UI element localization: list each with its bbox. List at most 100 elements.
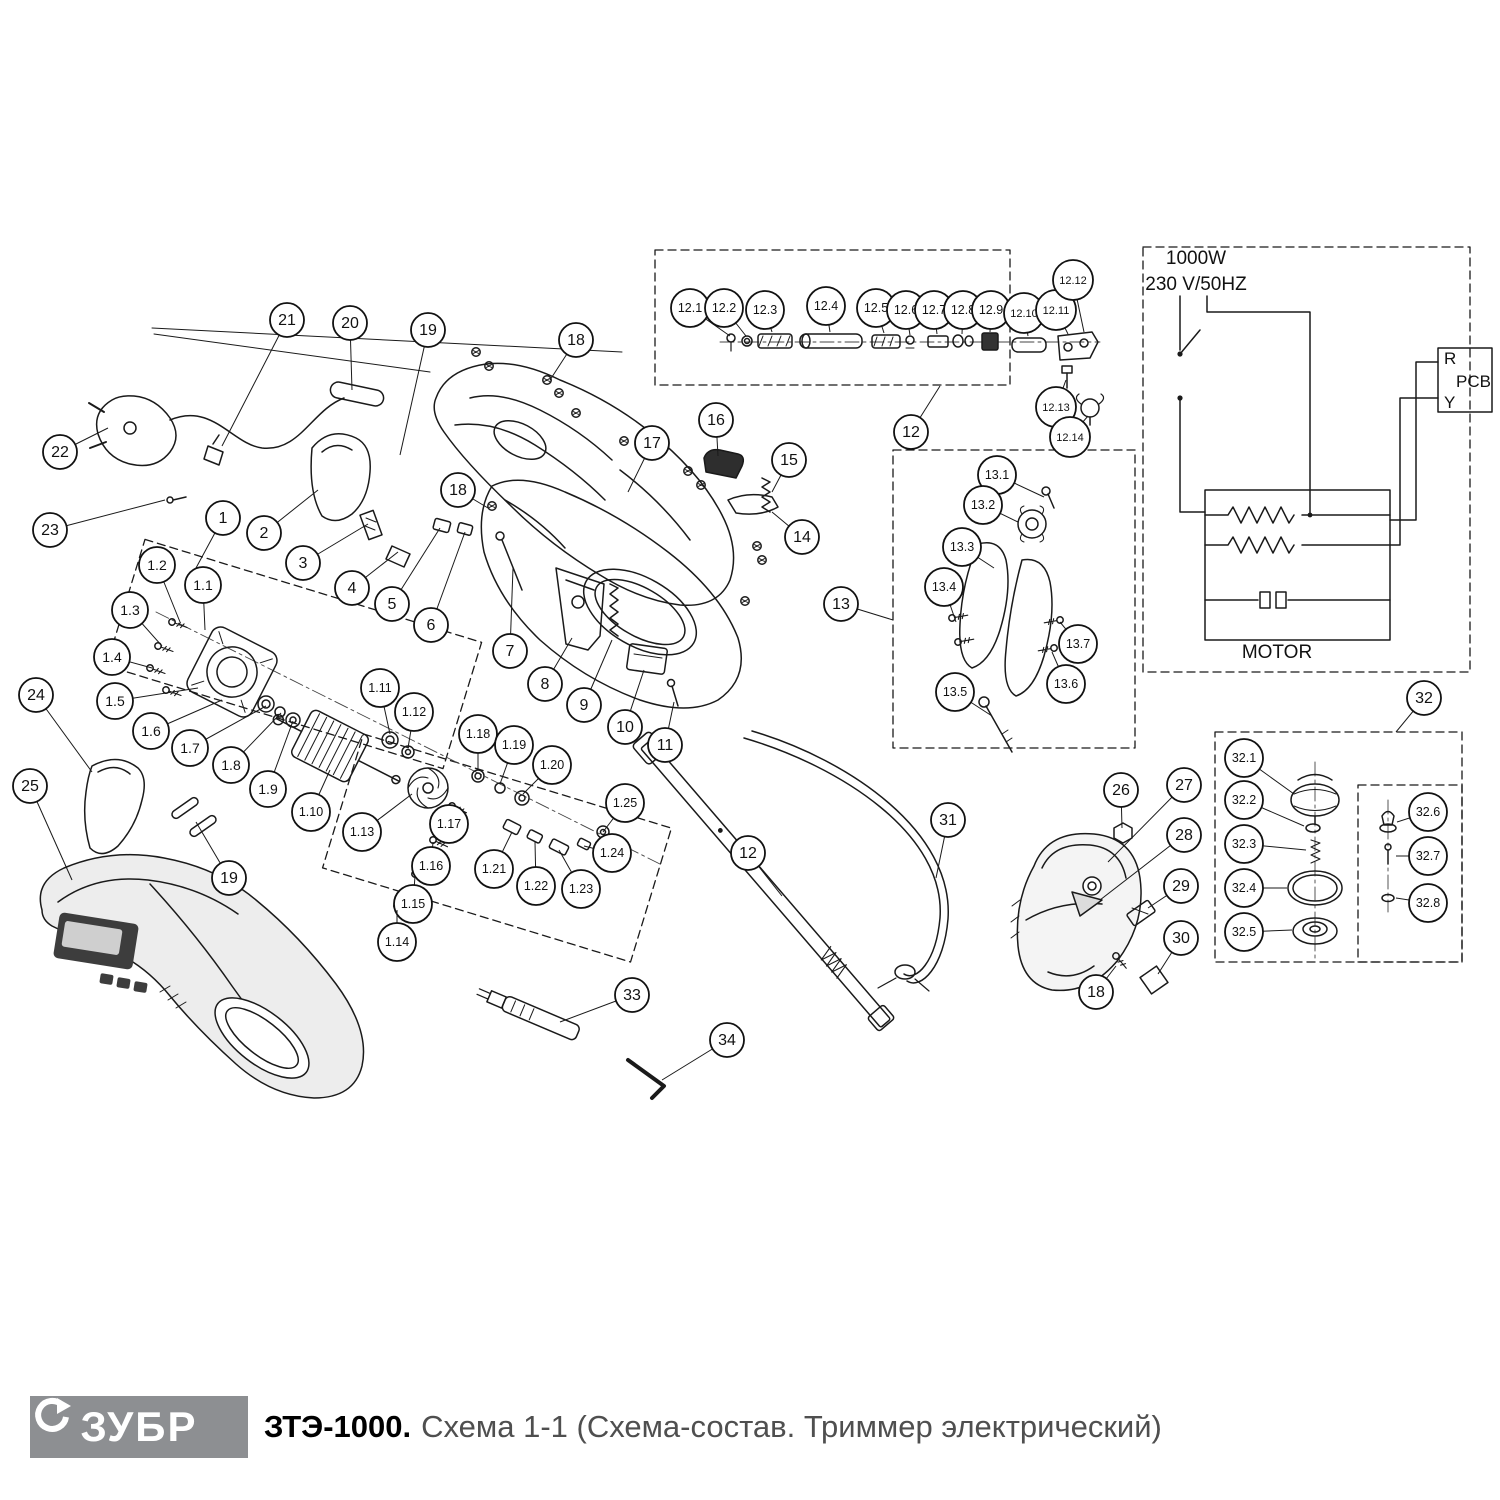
svg-text:17: 17 bbox=[643, 435, 661, 452]
switch-drawing bbox=[703, 448, 745, 479]
callout-11: 11 bbox=[647, 701, 683, 763]
svg-text:1.23: 1.23 bbox=[569, 882, 593, 896]
svg-text:25: 25 bbox=[21, 778, 39, 795]
svg-text:1.7: 1.7 bbox=[180, 740, 200, 756]
switch-spring-drawing bbox=[761, 477, 771, 513]
svg-text:13.1: 13.1 bbox=[985, 468, 1009, 482]
callout-1.14: 1.14 bbox=[377, 910, 417, 962]
callout-32.5: 32.5 bbox=[1224, 912, 1293, 952]
callout-12.11: 12.11 bbox=[1035, 289, 1077, 335]
callout-1.12: 1.12 bbox=[394, 692, 434, 749]
callout-18: 18 bbox=[440, 472, 489, 509]
shaft-parts-row-drawing bbox=[726, 331, 1105, 426]
svg-text:12.7: 12.7 bbox=[922, 303, 946, 317]
callout-12.12: 12.12 bbox=[1052, 259, 1094, 333]
callout-6: 6 bbox=[413, 531, 466, 643]
zubr-logo-icon bbox=[35, 1397, 71, 1432]
svg-text:1.19: 1.19 bbox=[502, 738, 526, 752]
callout-1.25: 1.25 bbox=[602, 783, 645, 833]
svg-text:13.5: 13.5 bbox=[943, 685, 967, 699]
svg-text:31: 31 bbox=[939, 812, 957, 829]
callout-1.16: 1.16 bbox=[411, 841, 451, 886]
callout-12.10: 12.10 bbox=[1003, 292, 1045, 337]
svg-text:1.16: 1.16 bbox=[419, 859, 443, 873]
svg-text:13.3: 13.3 bbox=[950, 540, 974, 554]
cord-clamp-drawing bbox=[203, 434, 224, 466]
svg-text:12.9: 12.9 bbox=[979, 303, 1003, 317]
callout-1.17: 1.17 bbox=[429, 804, 469, 844]
power-label: 1000W bbox=[1166, 248, 1226, 269]
callout-1.2: 1.2 bbox=[138, 546, 181, 623]
callout-12.7: 12.7 bbox=[914, 290, 954, 335]
callout-32.7: 32.7 bbox=[1396, 836, 1448, 876]
svg-text:21: 21 bbox=[278, 312, 296, 329]
svg-text:12.6: 12.6 bbox=[894, 303, 918, 317]
trigger-drawing bbox=[727, 493, 779, 515]
svg-text:32.8: 32.8 bbox=[1416, 896, 1440, 910]
pcb-label: PCB bbox=[1456, 372, 1491, 391]
svg-text:12.5: 12.5 bbox=[864, 301, 888, 315]
callout-13.3: 13.3 bbox=[942, 527, 995, 569]
callout-12.2: 12.2 bbox=[704, 288, 747, 337]
callout-9: 9 bbox=[566, 639, 613, 723]
callout-13.5: 13.5 bbox=[935, 672, 993, 717]
screw-23-drawing bbox=[166, 496, 187, 504]
diagram-caption: ЗТЭ-1000. Схема 1-1 (Схема-состав. Тримме… bbox=[264, 1409, 1162, 1445]
callout-1.8: 1.8 bbox=[212, 712, 282, 784]
callout-13.7: 13.7 bbox=[1058, 621, 1098, 664]
handle-assembly-drawing bbox=[947, 486, 1065, 753]
svg-text:1.11: 1.11 bbox=[368, 681, 391, 695]
callout-2: 2 bbox=[246, 489, 319, 551]
callout-17: 17 bbox=[627, 425, 670, 493]
callout-18: 18 bbox=[549, 322, 594, 381]
r-label: R bbox=[1444, 349, 1456, 368]
svg-text:29: 29 bbox=[1172, 878, 1190, 895]
svg-text:1.25: 1.25 bbox=[613, 796, 637, 810]
svg-text:1.20: 1.20 bbox=[540, 758, 564, 772]
svg-text:16: 16 bbox=[707, 412, 725, 429]
svg-text:12.8: 12.8 bbox=[951, 303, 975, 317]
svg-text:1.17: 1.17 bbox=[437, 817, 461, 831]
svg-text:32.1: 32.1 bbox=[1232, 751, 1256, 765]
svg-text:19: 19 bbox=[220, 870, 238, 887]
stator-drawing bbox=[186, 626, 278, 718]
callout-28: 28 bbox=[1099, 817, 1202, 901]
svg-text:34: 34 bbox=[718, 1032, 736, 1049]
callout-10: 10 bbox=[607, 669, 645, 745]
svg-text:1.3: 1.3 bbox=[120, 602, 140, 618]
svg-text:11: 11 bbox=[657, 737, 674, 754]
callout-1.5: 1.5 bbox=[96, 682, 199, 720]
svg-text:28: 28 bbox=[1175, 827, 1193, 844]
housing-screws-drawing bbox=[471, 347, 767, 606]
model-number: ЗТЭ-1000. bbox=[264, 1409, 412, 1444]
callout-1.13: 1.13 bbox=[342, 793, 413, 852]
voltage-label: 230 V/50HZ bbox=[1145, 274, 1247, 295]
svg-text:1.12: 1.12 bbox=[402, 705, 426, 719]
spool-parts-drawing bbox=[1287, 773, 1343, 945]
box-spool-inner bbox=[1357, 784, 1463, 963]
svg-text:23: 23 bbox=[41, 522, 59, 539]
svg-text:12: 12 bbox=[902, 424, 920, 441]
callout-1.4: 1.4 bbox=[93, 638, 153, 676]
callout-14: 14 bbox=[771, 511, 820, 555]
svg-text:13.2: 13.2 bbox=[971, 498, 995, 512]
svg-text:10: 10 bbox=[616, 719, 634, 736]
svg-text:18: 18 bbox=[1087, 984, 1105, 1001]
callout-12: 12 bbox=[730, 835, 783, 897]
callout-5: 5 bbox=[374, 527, 441, 622]
spring-9-drawing bbox=[609, 583, 619, 637]
callout-1.20: 1.20 bbox=[522, 745, 572, 795]
svg-text:13: 13 bbox=[832, 596, 850, 613]
caption-subtitle: Схема 1-1 (Схема-состав. Триммер электри… bbox=[421, 1409, 1162, 1444]
callout-1.10: 1.10 bbox=[291, 769, 331, 832]
callout-34: 34 bbox=[661, 1022, 745, 1081]
callout-7: 7 bbox=[492, 567, 528, 669]
svg-text:7: 7 bbox=[506, 643, 515, 660]
small-fasteners-drawing bbox=[359, 509, 523, 591]
svg-text:13.7: 13.7 bbox=[1066, 637, 1090, 651]
svg-text:1.6: 1.6 bbox=[141, 723, 161, 739]
svg-text:12.14: 12.14 bbox=[1056, 432, 1084, 444]
callout-32.4: 32.4 bbox=[1224, 868, 1287, 908]
